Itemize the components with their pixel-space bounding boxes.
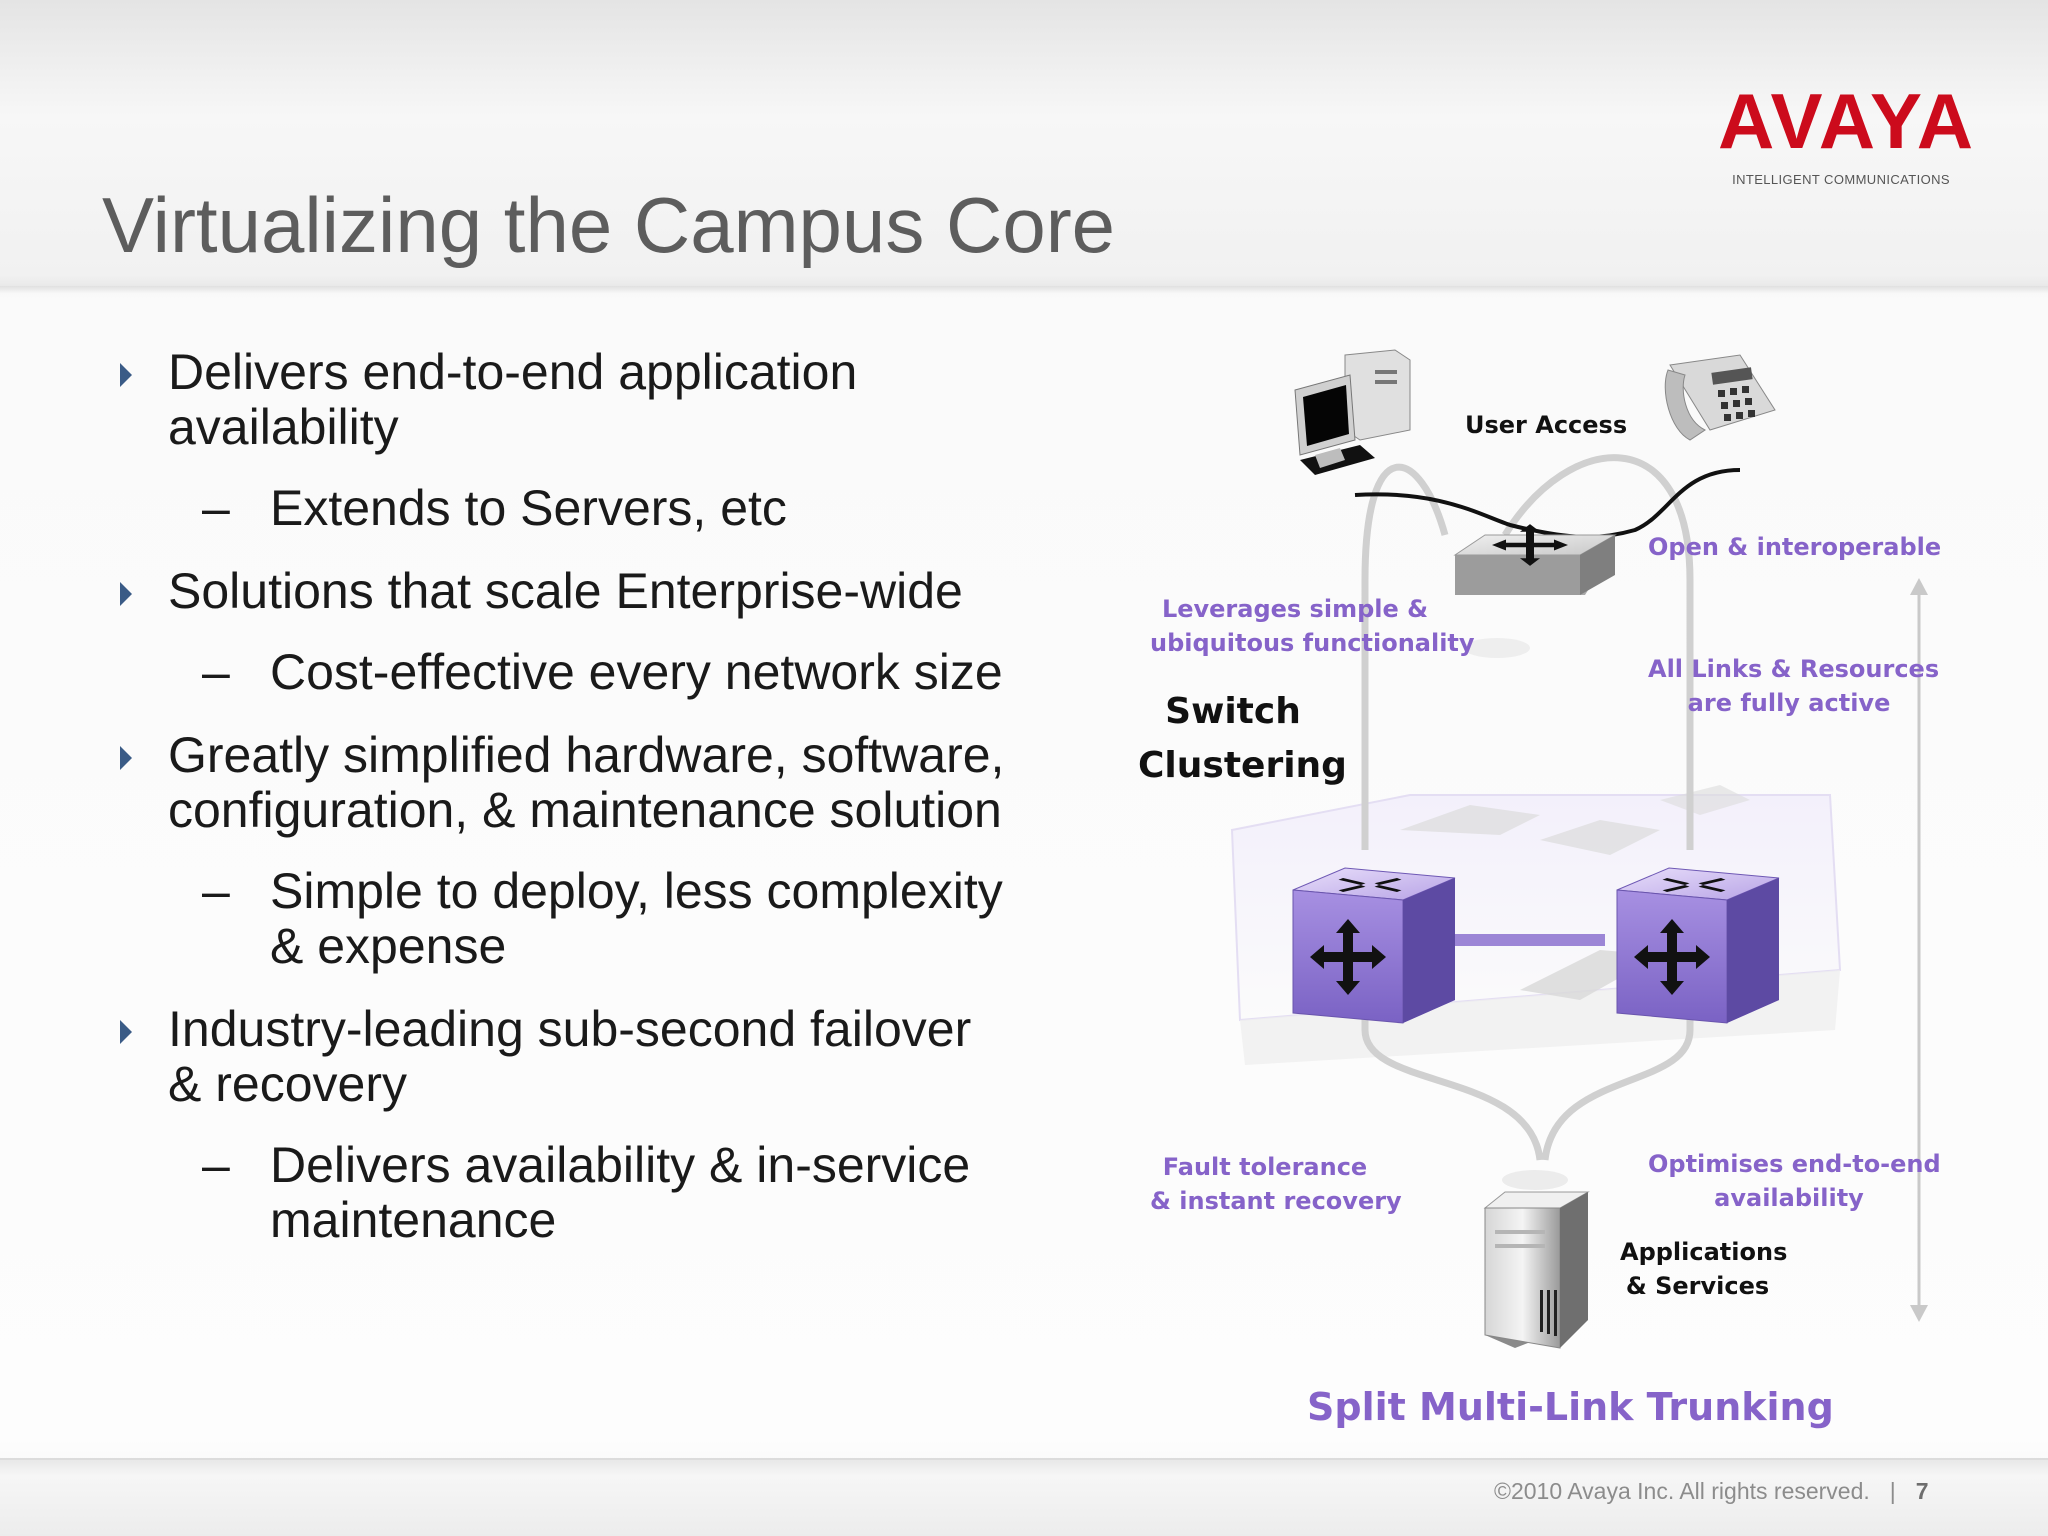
fault-line2: & instant recovery <box>1150 1187 1402 1215</box>
fault-line1: Fault tolerance <box>1162 1153 1368 1181</box>
sub-bullet-text: Simple to deploy, less complexity & expe… <box>270 863 1003 974</box>
sub-bullet-text: Cost-effective every network size <box>270 644 1003 700</box>
all-links-line2: are fully active <box>1687 689 1891 717</box>
bullet-arrow-icon <box>120 582 132 606</box>
switch-clustering-line2: Clustering <box>1138 745 1347 786</box>
header-divider <box>0 286 2048 294</box>
user-access-label: User Access <box>1465 411 1628 439</box>
bullet-item: Industry-leading sub-second failover & r… <box>110 1002 1010 1112</box>
switch-clustering-label: Switch Clustering <box>1138 685 1347 793</box>
header-band <box>0 0 2048 290</box>
optimises-line1: Optimises end-to-end <box>1648 1150 1941 1178</box>
optimises-label: Optimises end-to-end availability <box>1648 1147 1941 1215</box>
desk-phone-icon <box>1664 354 1776 441</box>
copyright-text: ©2010 Avaya Inc. All rights reserved. <box>1494 1478 1870 1504</box>
core-switch-icon <box>1616 867 1780 1024</box>
footer: ©2010 Avaya Inc. All rights reserved. | 7 <box>1494 1478 1929 1505</box>
sub-bullet-item: – Cost-effective every network size <box>110 645 1010 700</box>
fault-tolerance-label: Fault tolerance & instant recovery <box>1150 1150 1402 1218</box>
core-switch-icon <box>1292 867 1456 1024</box>
bullet-text: Greatly simplified hardware, software, c… <box>168 727 1005 838</box>
leverages-line2: ubiquitous functionality <box>1150 629 1475 657</box>
availability-scale-arrow <box>1910 578 1928 1322</box>
edge-switch-icon <box>1453 524 1617 658</box>
all-links-line1: All Links & Resources <box>1648 655 1940 683</box>
dash-icon: – <box>202 863 230 919</box>
dash-icon: – <box>202 644 230 700</box>
logo-wordmark: AVAYA <box>1718 77 1976 165</box>
page-number: 7 <box>1915 1478 1929 1504</box>
sub-bullet-item: – Extends to Servers, etc <box>110 481 1010 536</box>
all-links-label: All Links & Resources are fully active <box>1648 652 1940 720</box>
diagram-graphics <box>1230 349 1928 1349</box>
server-icon <box>1483 1170 1590 1349</box>
dash-icon: – <box>202 480 230 536</box>
applications-label: Applications & Services <box>1620 1235 1788 1303</box>
inter-switch-trunk <box>1455 934 1605 946</box>
smlt-diagram: User Access Open & interoperable Leverag… <box>1100 330 2000 1460</box>
desktop-computer-icon <box>1294 349 1411 475</box>
bullet-text: Industry-leading sub-second failover & r… <box>168 1001 972 1112</box>
slide-title: Virtualizing the Campus Core <box>102 181 1116 269</box>
bullet-text: Solutions that scale Enterprise-wide <box>168 563 963 619</box>
bullet-arrow-icon <box>120 1020 132 1044</box>
avaya-logo: AVAYA INTELLIGENT COMMUNICATIONS <box>1718 77 1976 187</box>
dash-icon: – <box>202 1137 230 1193</box>
bullet-item: Delivers end-to-end application availabi… <box>110 345 1010 455</box>
logo-tagline: INTELLIGENT COMMUNICATIONS <box>1732 172 1950 187</box>
network-links <box>1361 454 1694 1161</box>
switch-clustering-line1: Switch <box>1165 691 1301 732</box>
open-interoperable-label: Open & interoperable <box>1648 533 1942 561</box>
diagram-caption: Split Multi-Link Trunking <box>1307 1385 1834 1429</box>
sub-bullet-text: Extends to Servers, etc <box>270 480 787 536</box>
bullet-item: Solutions that scale Enterprise-wide <box>110 564 1010 619</box>
optimises-line2: availability <box>1714 1184 1864 1212</box>
bullet-item: Greatly simplified hardware, software, c… <box>110 728 1010 838</box>
sub-bullet-item: – Delivers availability & in-service mai… <box>110 1138 1010 1248</box>
bullet-text: Delivers end-to-end application availabi… <box>168 344 858 455</box>
sub-bullet-text: Delivers availability & in-service maint… <box>270 1137 971 1248</box>
footer-band <box>0 1458 2048 1536</box>
leverages-line1: Leverages simple & <box>1161 595 1429 623</box>
bullet-arrow-icon <box>120 746 132 770</box>
leverages-label: Leverages simple & ubiquitous functional… <box>1150 592 1475 660</box>
footer-separator: | <box>1889 1478 1896 1504</box>
apps-line1: Applications <box>1620 1238 1788 1266</box>
bullet-list: Delivers end-to-end application availabi… <box>110 345 1010 1276</box>
apps-line2: & Services <box>1625 1272 1770 1300</box>
sub-bullet-item: – Simple to deploy, less complexity & ex… <box>110 864 1010 974</box>
bullet-arrow-icon <box>120 363 132 387</box>
